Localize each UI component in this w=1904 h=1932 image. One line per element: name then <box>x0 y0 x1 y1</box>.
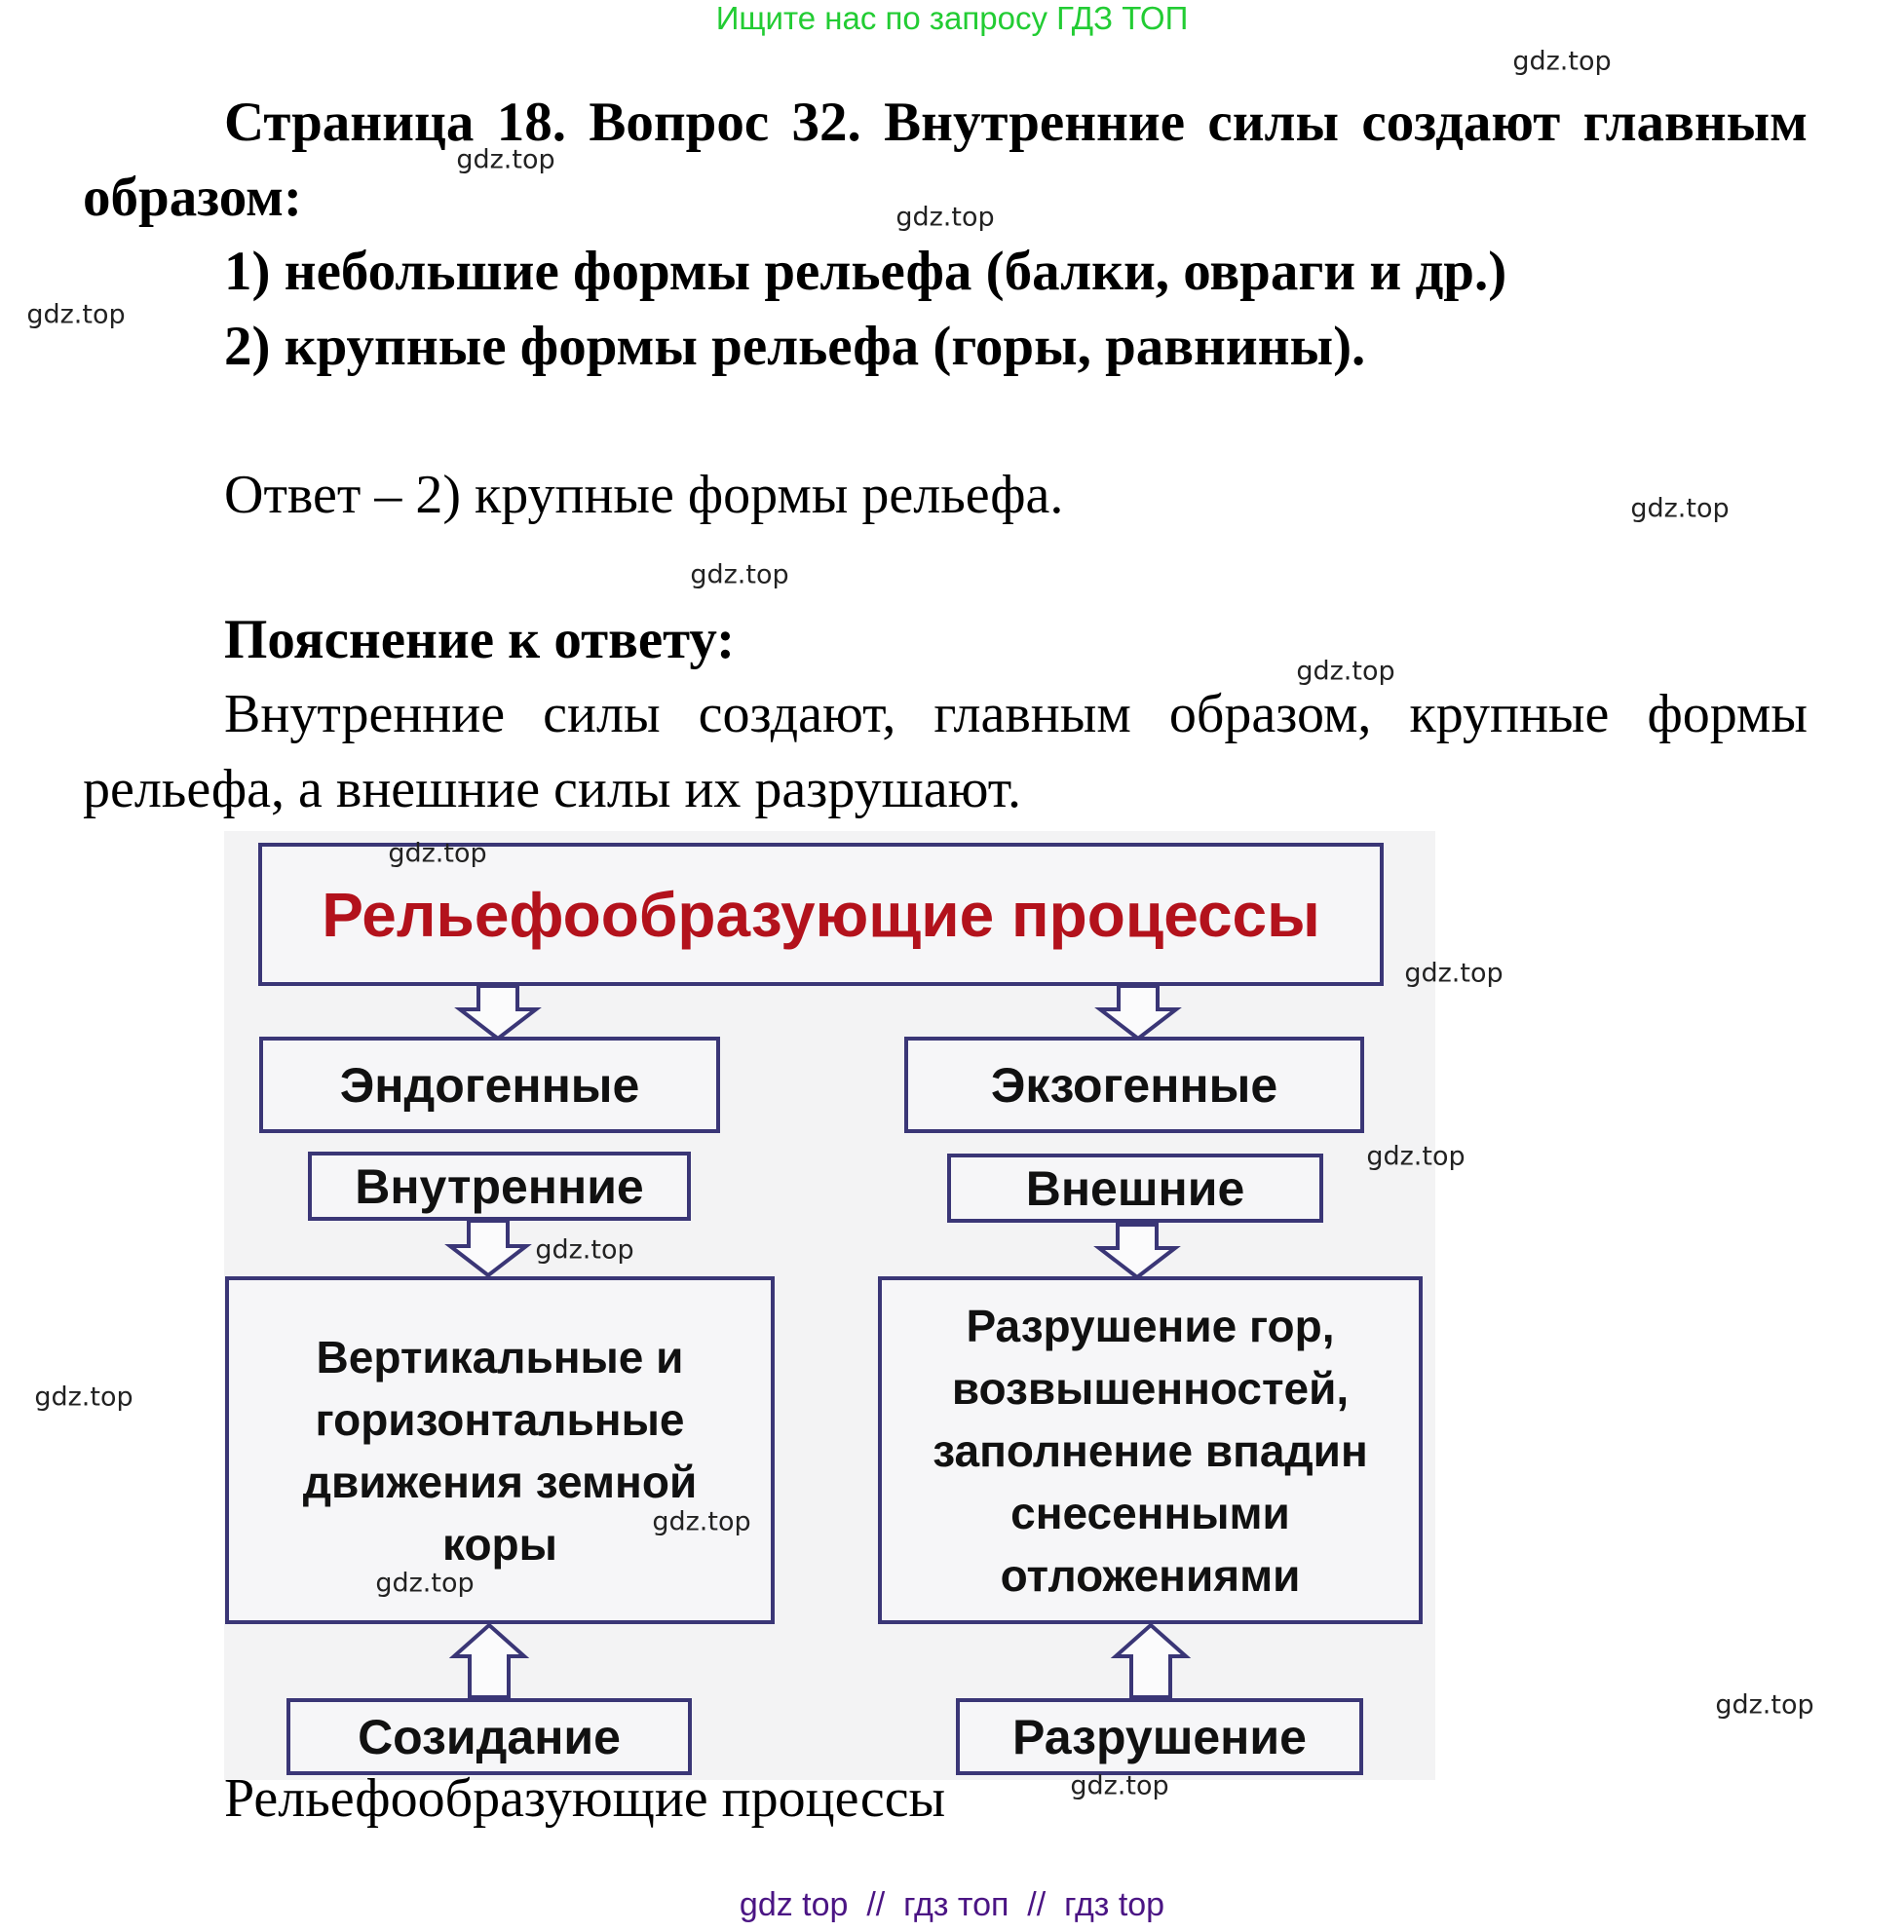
arrow-down-icon <box>444 1219 532 1278</box>
arrow-up-icon <box>448 1622 530 1699</box>
watermark: gdz.top <box>895 202 995 233</box>
option-2: 2) крупные формы рельефа (горы, равнины)… <box>224 316 1366 377</box>
watermark: gdz.top <box>375 1568 475 1599</box>
arrow-down-icon <box>1094 984 1182 1042</box>
options-list: 1) небольшие формы рельефа (балки, овраг… <box>83 234 1808 384</box>
endogenous-description: Вертикальные и горизонтальные движения з… <box>302 1331 698 1570</box>
destruction-box: Разрушение <box>956 1698 1363 1775</box>
figure-caption: Рельефообразующие процессы <box>224 1768 946 1829</box>
exogenous-description: Разрушение гор, возвышенностей, заполнен… <box>933 1300 1368 1601</box>
explanation-text: Внутренние силы создают, главным образом… <box>83 684 1808 819</box>
exogenous-description-box: Разрушение гор, возвышенностей, заполнен… <box>878 1276 1423 1624</box>
question-block: Страница 18. Вопрос 32. Внутренние силы … <box>83 85 1808 235</box>
search-banner: Ищите нас по запросу ГДЗ ТОП <box>715 0 1189 36</box>
watermark: gdz.top <box>388 838 487 869</box>
watermark: gdz.top <box>1404 958 1504 989</box>
diagram-title-box: Рельефообразующие процессы <box>258 843 1384 986</box>
exogenous-label: Экзогенные <box>990 1057 1278 1113</box>
watermark: gdz.top <box>690 559 789 590</box>
answer-block: Ответ – 2) крупные формы рельефа. <box>83 458 1808 533</box>
option-1: 1) небольшие формы рельефа (балки, овраг… <box>224 241 1507 302</box>
watermark: gdz.top <box>1070 1770 1169 1801</box>
watermark: gdz.top <box>652 1506 751 1537</box>
answer-text: Ответ – 2) крупные формы рельефа. <box>224 465 1064 525</box>
endogenous-label: Эндогенные <box>339 1057 640 1113</box>
arrow-down-icon <box>454 984 542 1042</box>
endogenous-box: Эндогенные <box>259 1037 720 1133</box>
watermark: gdz.top <box>26 299 126 330</box>
destruction-label: Разрушение <box>1012 1709 1307 1764</box>
watermark: gdz.top <box>34 1382 133 1413</box>
footer-links: gdz top // гдз топ // гдз top <box>739 1886 1165 1923</box>
endogenous-description-box: Вертикальные и горизонтальные движения з… <box>225 1276 775 1624</box>
watermark: gdz.top <box>1296 656 1395 687</box>
diagram-title: Рельефообразующие процессы <box>322 879 1320 950</box>
watermark: gdz.top <box>1630 493 1730 524</box>
watermark: gdz.top <box>535 1234 634 1266</box>
internal-label: Внутренние <box>355 1158 644 1214</box>
arrow-up-icon <box>1110 1622 1192 1699</box>
arrow-down-icon <box>1093 1223 1181 1280</box>
internal-box: Внутренние <box>308 1152 691 1221</box>
external-box: Внешние <box>947 1154 1323 1223</box>
creation-box: Созидание <box>286 1698 692 1775</box>
external-label: Внешние <box>1025 1160 1245 1216</box>
explanation-block: Пояснение к ответу: Внутренние силы созд… <box>83 602 1808 827</box>
explanation-heading: Пояснение к ответу: <box>224 609 736 670</box>
question-heading: Страница 18. Вопрос 32. Внутренние силы … <box>83 92 1808 228</box>
watermark: gdz.top <box>1366 1141 1466 1172</box>
watermark: gdz.top <box>1512 46 1612 77</box>
watermark: gdz.top <box>1715 1689 1814 1721</box>
watermark: gdz.top <box>456 144 555 175</box>
exogenous-box: Экзогенные <box>904 1037 1364 1133</box>
creation-label: Созидание <box>358 1709 621 1764</box>
